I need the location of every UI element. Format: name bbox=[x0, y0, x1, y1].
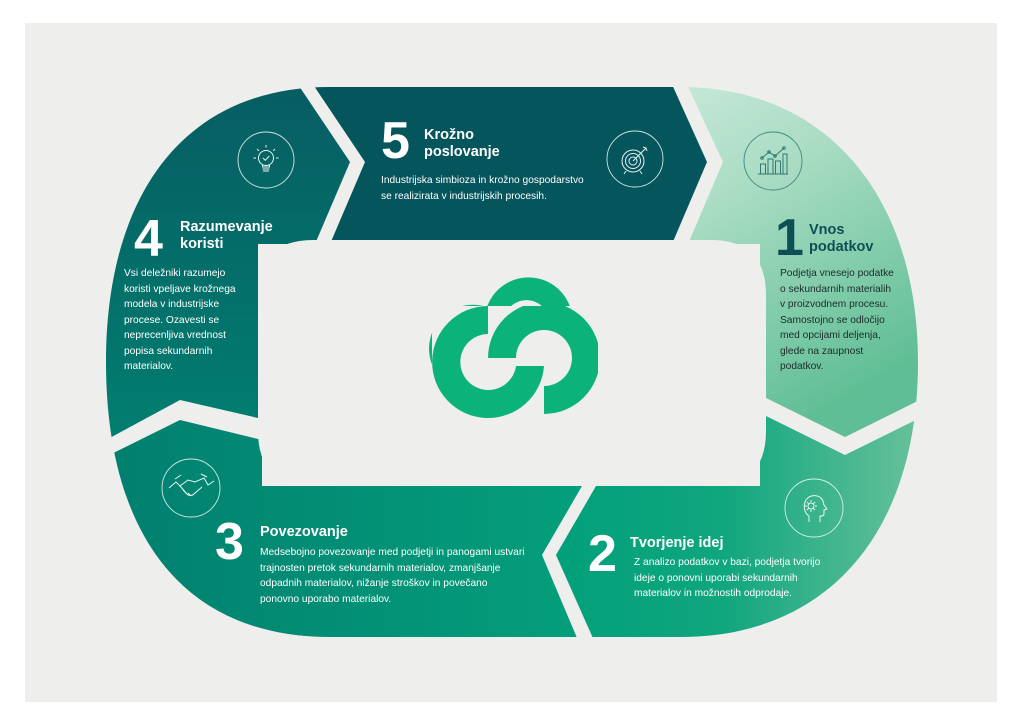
desc-line: se realizirata v industrijskih procesih. bbox=[381, 190, 547, 202]
desc-line: modela v industrijske bbox=[124, 299, 220, 310]
handshake-icon bbox=[161, 458, 221, 518]
step-5-number: 5 bbox=[381, 112, 410, 170]
logo-mark bbox=[432, 306, 598, 418]
step-3-description: Medsebojno povezovanje med podjetji in p… bbox=[260, 545, 524, 607]
desc-line: popisa sekundarnih bbox=[124, 345, 213, 357]
step-4-title-line1: Razumevanje bbox=[180, 219, 273, 235]
step-5-segment bbox=[310, 87, 707, 244]
lightbulb-check-icon bbox=[237, 131, 295, 189]
desc-line: Samostojno se odločijo bbox=[780, 314, 885, 326]
desc-line: materialov in možnostih odprodaje. bbox=[634, 588, 792, 599]
desc-line: Industrijska simbioza in krožno gospodar… bbox=[381, 175, 584, 186]
step-3-number: 3 bbox=[215, 513, 244, 571]
step-2-description: Z analizo podatkov v bazi, podjetja tvor… bbox=[634, 555, 820, 602]
step-5-description: Industrijska simbioza in krožno gospodar… bbox=[381, 173, 584, 204]
desc-line: Medsebojno povezovanje med podjetji in p… bbox=[260, 547, 525, 558]
desc-line: materialov. bbox=[124, 361, 174, 372]
desc-line: Podjetja vnesejo podatke bbox=[780, 268, 894, 279]
step-1-title-line2: podatkov bbox=[809, 239, 874, 255]
desc-line: o sekundarnih materialih bbox=[780, 283, 891, 295]
step-4-title-line2: koristi bbox=[180, 236, 224, 252]
step-5-title-line1: Krožno bbox=[424, 127, 474, 143]
desc-line: glede na zaupnost bbox=[780, 345, 864, 357]
desc-line: Z analizo podatkov v bazi, podjetja tvor… bbox=[634, 557, 821, 568]
desc-line: v proizvodnem procesu. bbox=[780, 299, 889, 310]
step-2-number: 2 bbox=[588, 525, 617, 583]
step-4-number: 4 bbox=[134, 210, 163, 268]
step-4-description: Vsi deležniki razumejo koristi vpeljave … bbox=[124, 266, 236, 375]
desc-line: ideje o ponovni uporabi sekundarnih bbox=[634, 572, 798, 584]
step-4-title: Razumevanje koristi bbox=[180, 219, 273, 253]
desc-line: med opcijami deljenja, bbox=[780, 330, 881, 341]
bar-chart-trend-icon bbox=[743, 131, 803, 191]
step-1-number: 1 bbox=[775, 209, 804, 267]
step-1-segment bbox=[685, 87, 918, 437]
head-gear-icon bbox=[784, 478, 844, 538]
desc-line: trajnosten pretok sekundarnih materialov… bbox=[260, 562, 501, 574]
target-arrow-icon bbox=[606, 130, 664, 188]
desc-line: procese. Ozavesti se bbox=[124, 314, 220, 326]
step-5-title-line2: poslovanje bbox=[424, 144, 500, 160]
step-3-segment bbox=[106, 420, 582, 637]
desc-line: Vsi deležniki razumejo bbox=[124, 268, 226, 279]
desc-line: odpadnih materialov, nižanje stroškov in… bbox=[260, 578, 488, 589]
desc-line: ponovno uporabo materialov. bbox=[260, 593, 392, 605]
step-1-title: Vnos podatkov bbox=[809, 222, 873, 256]
step-1-description: Podjetja vnesejo podatke o sekundarnih m… bbox=[780, 266, 894, 375]
step-4-segment bbox=[106, 87, 350, 446]
desc-line: koristi vpeljave krožnega bbox=[124, 283, 236, 295]
step-1-title-line1: Vnos bbox=[809, 222, 845, 238]
step-3-title: Povezovanje bbox=[260, 524, 348, 540]
desc-line: neprecenljiva vrednost bbox=[124, 330, 226, 341]
step-2-title: Tvorjenje idej bbox=[630, 535, 724, 551]
desc-line: podatkov. bbox=[780, 361, 824, 372]
step-5-title: Krožno poslovanje bbox=[424, 127, 500, 161]
